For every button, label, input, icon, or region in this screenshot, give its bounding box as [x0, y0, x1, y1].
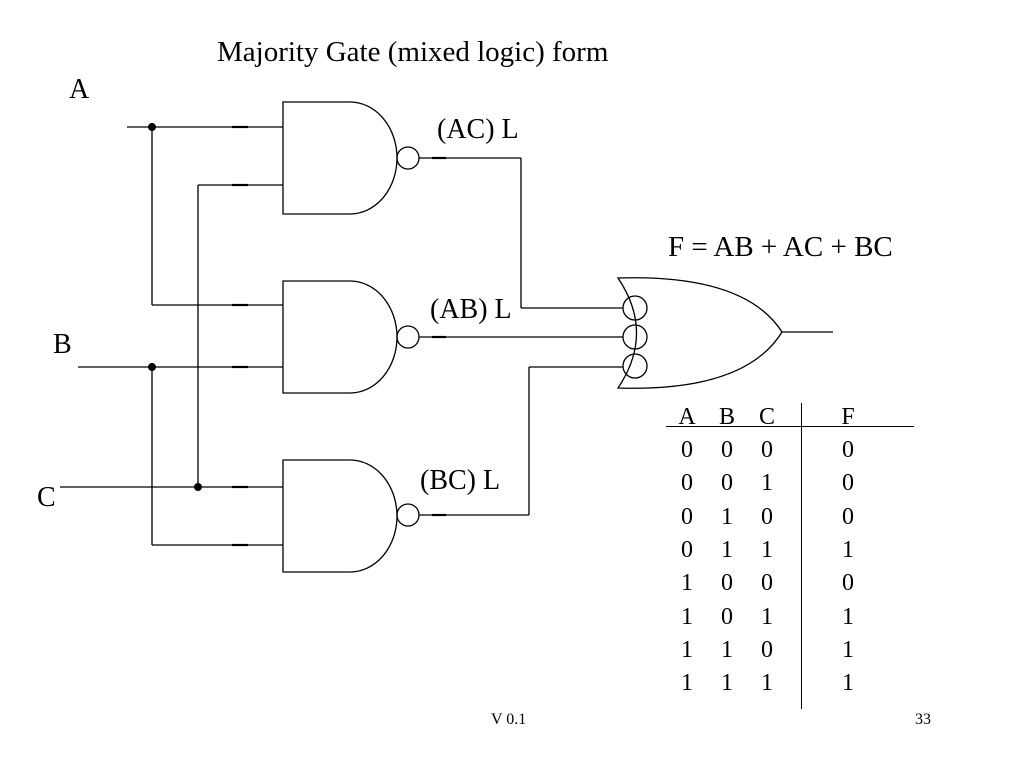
truth-table-cell: 0	[721, 470, 733, 497]
gate-output-label-ac: (AC) L	[437, 114, 519, 145]
truth-table-cell: 0	[842, 503, 854, 530]
truth-table-cell: 0	[681, 437, 693, 463]
truth-table-cell: 0	[681, 503, 693, 530]
truth-table-column-divider	[801, 403, 802, 709]
output-equation: F = AB + AC + BC	[668, 231, 893, 263]
truth-table-cell: 0	[761, 437, 773, 463]
truth-table-cell: 0	[681, 536, 693, 563]
truth-table-cell: 1	[842, 536, 854, 563]
nand-gate-ac	[282, 101, 398, 215]
or-gate-output	[616, 277, 783, 389]
or-input-bubble-2	[622, 324, 648, 350]
junction-dot-a	[148, 123, 156, 131]
input-label-c: C	[37, 482, 56, 513]
truth-table-cell: 0	[721, 603, 733, 630]
truth-table-cell: 0	[842, 570, 854, 597]
gate-output-label-ab: (AB) L	[430, 294, 512, 325]
truth-table-cell: 0	[842, 437, 854, 463]
truth-table-cell: 0	[721, 570, 733, 597]
truth-table-cell: 1	[761, 670, 773, 697]
truth-table-cell: 1	[761, 470, 773, 497]
slide-title: Majority Gate (mixed logic) form	[217, 36, 609, 68]
truth-table-cell: 1	[842, 636, 854, 663]
footer-page-number: 33	[915, 711, 931, 728]
junction-dot-c	[194, 483, 202, 491]
or-input-bubble-1	[622, 295, 648, 321]
input-label-a: A	[69, 74, 90, 105]
truth-table: A B C F 0 0 0 0 0 0 1 0 0 1 0 0 0 1 1 1 1 0 0 0 1 0 1 1 1 1 0 1 1 1 1 1	[666, 403, 914, 709]
truth-table-cell: 1	[681, 636, 693, 663]
truth-table-header-divider	[666, 426, 914, 427]
junction-dot-b	[148, 363, 156, 371]
truth-table-cell: 0	[681, 470, 693, 497]
truth-table-cell: 0	[761, 503, 773, 530]
truth-table-header-c: C	[758, 404, 775, 430]
truth-table-header-a: A	[678, 404, 696, 430]
inversion-bubble-ab	[396, 325, 420, 349]
inversion-bubble-bc	[396, 503, 420, 527]
nand-gate-bc	[282, 459, 398, 573]
gate-output-label-bc: (BC) L	[420, 465, 501, 496]
truth-table-cell: 1	[681, 670, 693, 697]
truth-table-cell: 1	[721, 503, 733, 530]
inversion-bubble-ac	[396, 146, 420, 170]
truth-table-header-f: F	[841, 404, 855, 430]
footer-version: V 0.1	[491, 711, 527, 728]
truth-table-cell: 1	[681, 570, 693, 597]
truth-table-cell: 1	[721, 636, 733, 663]
truth-table-cell: 1	[842, 670, 854, 697]
truth-table-cell: 1	[721, 670, 733, 697]
truth-table-cell: 1	[842, 603, 854, 630]
truth-table-header-b: B	[718, 404, 735, 430]
truth-table-cell: 1	[761, 536, 773, 563]
truth-table-cell: 1	[721, 536, 733, 563]
truth-table-cell: 0	[842, 470, 854, 497]
nand-gate-ab	[282, 280, 398, 394]
or-input-bubble-3	[622, 353, 648, 379]
truth-table-cell: 1	[761, 603, 773, 630]
truth-table-cell: 1	[681, 603, 693, 630]
truth-table-cell: 0	[761, 570, 773, 597]
truth-table-cell: 0	[721, 437, 733, 463]
truth-table-cell: 0	[761, 636, 773, 663]
input-label-b: B	[53, 329, 72, 360]
